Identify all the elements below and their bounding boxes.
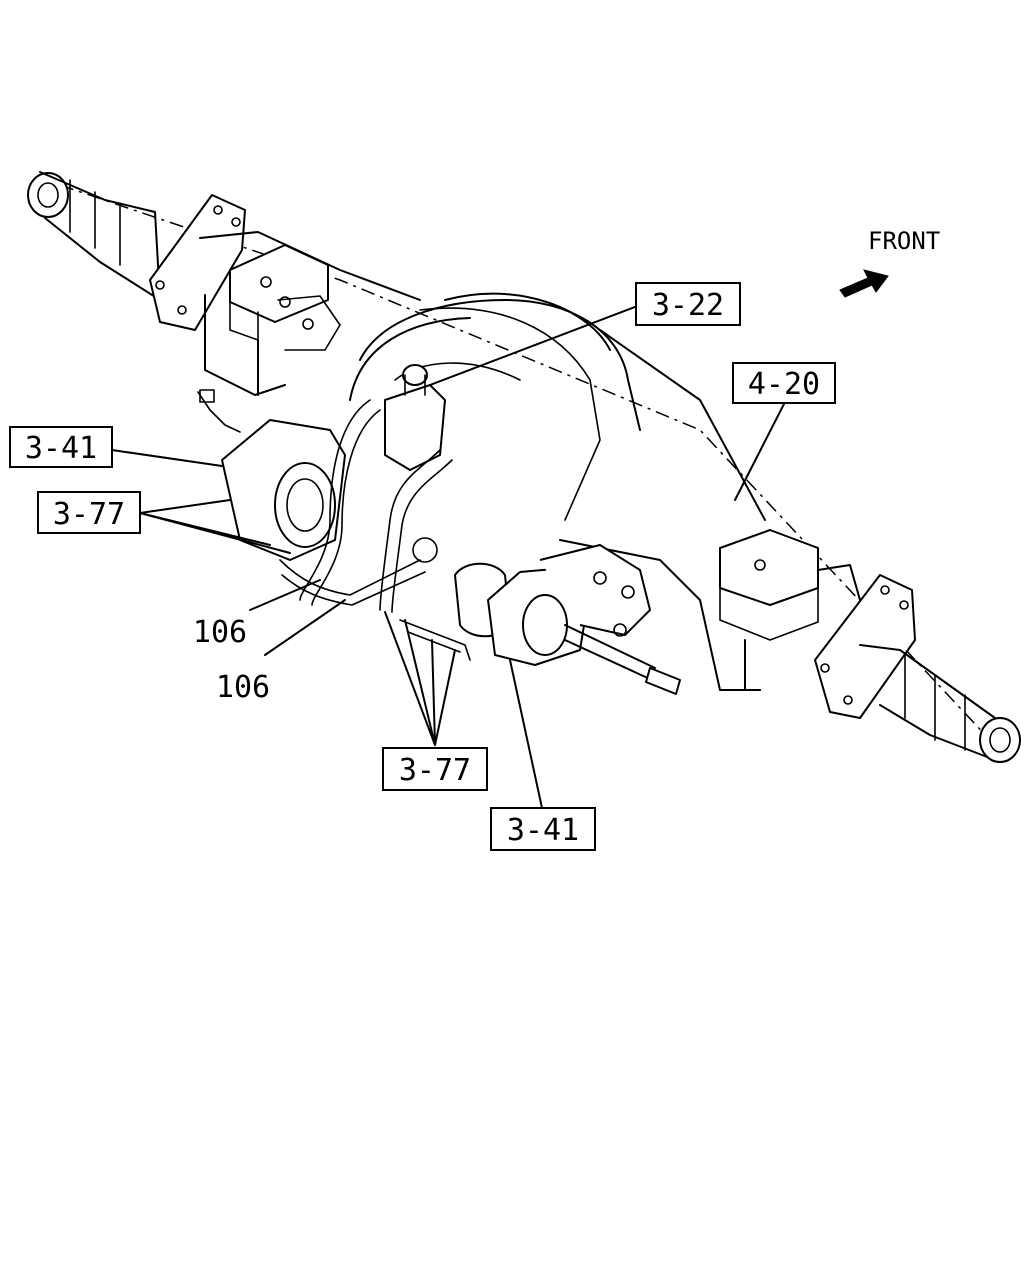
leader-3-41-left (111, 449, 223, 467)
leader-lines (111, 304, 786, 809)
leader-106-lower (264, 599, 346, 656)
callout-3-77-bottom[interactable]: 3-77 (382, 747, 488, 791)
leader-3-77-left (139, 499, 291, 554)
callout-3-77-bottom-text: 3-77 (399, 753, 471, 788)
callout-3-77-left[interactable]: 3-77 (37, 491, 141, 534)
callout-3-41-left[interactable]: 3-41 (9, 426, 113, 468)
leader-106-upper (249, 579, 321, 611)
arrow-right-icon (839, 269, 889, 298)
callout-3-41-bottom-text: 3-41 (507, 813, 579, 848)
callout-3-77-left-text: 3-77 (53, 497, 125, 532)
callout-3-22[interactable]: 3-22 (635, 282, 741, 326)
leader-3-22 (429, 304, 641, 386)
callout-106-upper[interactable]: 106 (193, 615, 247, 650)
callout-4-20[interactable]: 4-20 (732, 362, 836, 404)
callout-3-41-bottom[interactable]: 3-41 (490, 807, 596, 851)
callout-3-22-text: 3-22 (652, 288, 724, 323)
front-label: FRONT (868, 227, 940, 255)
callout-4-20-text: 4-20 (748, 367, 820, 402)
leader-4-20 (734, 401, 786, 501)
leader-3-41-bottom (509, 659, 543, 809)
axle-housing-drawing (27, 171, 1021, 763)
leader-3-77-bottom (384, 611, 456, 746)
callout-3-41-left-text: 3-41 (25, 431, 97, 466)
front-indicator: FRONT (839, 227, 940, 298)
callout-106-lower[interactable]: 106 (216, 670, 270, 705)
